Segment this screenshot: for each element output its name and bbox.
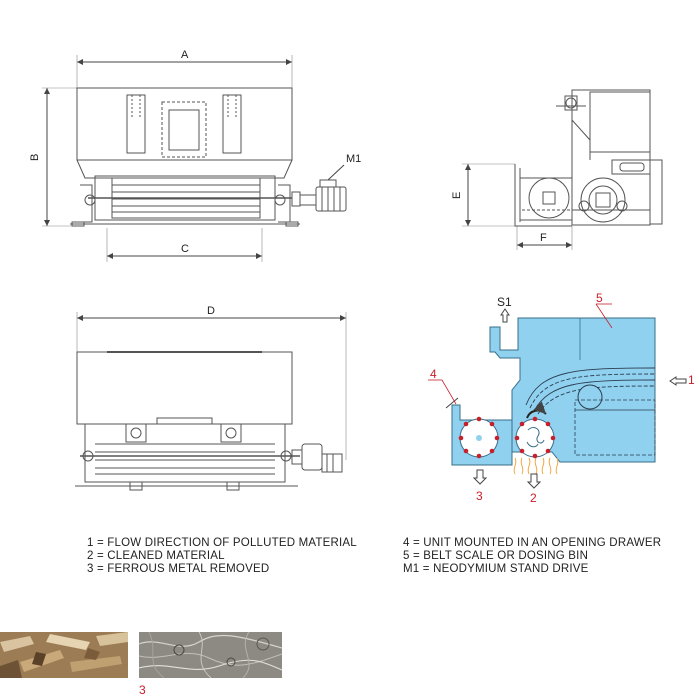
callout-4: 4	[430, 367, 437, 381]
dimension-c-label: C	[181, 243, 189, 255]
wood-chips-photo	[0, 632, 128, 678]
callout-2: 2	[530, 491, 537, 505]
photo-caption-3: 3	[139, 683, 146, 697]
motor-m1-label: M1	[346, 153, 361, 165]
legend-item: M1 = NEODYMIUM STAND DRIVE	[403, 563, 589, 575]
dimension-a-label: A	[181, 49, 189, 61]
legend-item: 2 = CLEANED MATERIAL	[87, 550, 225, 562]
legend-item: 1 = FLOW DIRECTION OF POLLUTED MATERIAL	[87, 537, 357, 549]
callout-s1: S1	[497, 295, 512, 309]
legend-item: 3 = FERROUS METAL REMOVED	[87, 563, 270, 575]
dimension-b-label: B	[29, 154, 41, 161]
dimension-e-label: E	[451, 192, 463, 199]
side-view	[462, 89, 663, 250]
callout-1: 1	[688, 373, 695, 387]
callout-3: 3	[476, 489, 483, 503]
top-view	[75, 312, 347, 491]
magnet-pole-dots	[458, 416, 556, 459]
callout-5: 5	[596, 291, 603, 305]
front-view	[42, 55, 347, 262]
legend-item: 5 = BELT SCALE OR DOSING BIN	[403, 550, 589, 562]
dimension-f-label: F	[540, 232, 547, 244]
legend-right: 4 = UNIT MOUNTED IN AN OPENING DRAWER 5 …	[403, 537, 661, 576]
process-schematic	[428, 303, 687, 489]
dimension-d-label: D	[207, 305, 215, 317]
ferrous-metal-photo	[139, 632, 282, 678]
legend-item: 4 = UNIT MOUNTED IN AN OPENING DRAWER	[403, 537, 662, 549]
legend-left: 1 = FLOW DIRECTION OF POLLUTED MATERIAL …	[87, 537, 357, 576]
